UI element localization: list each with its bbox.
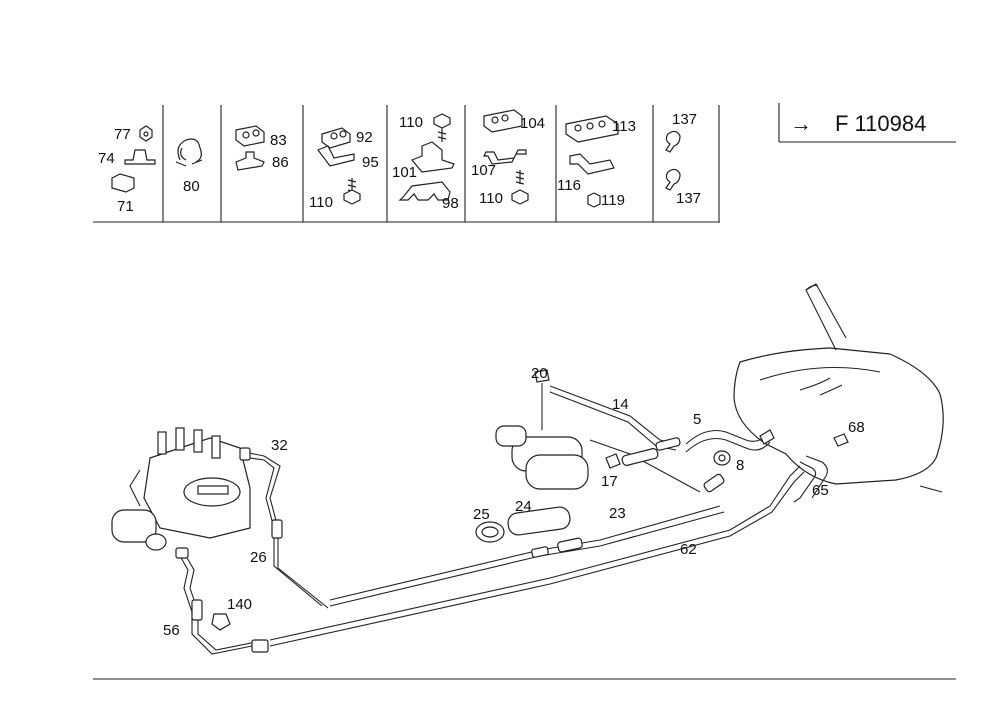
label-25: 25 <box>473 506 490 523</box>
parts-table-labels: 77 74 71 80 83 86 92 95 110 110 101 98 1… <box>98 111 701 215</box>
diagram-labels: 20 14 5 8 17 68 65 32 26 25 24 23 62 140… <box>163 365 865 639</box>
label-14: 14 <box>612 396 629 413</box>
label-119: 119 <box>601 192 625 209</box>
label-83: 83 <box>270 132 287 149</box>
ref-code: F 110984 <box>835 111 926 136</box>
ref-arrow: → <box>790 111 812 136</box>
label-62: 62 <box>680 541 697 558</box>
label-110b: 110 <box>399 114 423 131</box>
label-5: 5 <box>693 411 701 428</box>
label-80: 80 <box>183 178 200 195</box>
label-86: 86 <box>272 154 289 171</box>
label-110a: 110 <box>309 194 333 211</box>
label-56: 56 <box>163 622 180 639</box>
label-17: 17 <box>601 473 618 490</box>
label-137b: 137 <box>676 190 701 207</box>
fuel-tank <box>733 283 944 493</box>
label-23: 23 <box>609 505 626 522</box>
label-116: 116 <box>557 177 581 194</box>
label-26: 26 <box>250 549 267 566</box>
label-32: 32 <box>271 437 288 454</box>
label-74: 74 <box>98 150 115 167</box>
label-71: 71 <box>117 198 134 215</box>
label-101: 101 <box>392 164 417 181</box>
label-107: 107 <box>471 162 496 179</box>
hose-and-ring <box>685 429 775 466</box>
label-65: 65 <box>812 482 829 499</box>
label-8: 8 <box>736 457 744 474</box>
label-140: 140 <box>227 596 252 613</box>
label-113: 113 <box>612 118 636 135</box>
filter-and-clamp <box>475 506 571 543</box>
fuel-pump-assembly <box>495 369 701 493</box>
label-104: 104 <box>520 115 545 132</box>
label-68: 68 <box>848 419 865 436</box>
label-137a: 137 <box>672 111 697 128</box>
label-20: 20 <box>531 365 548 382</box>
label-77: 77 <box>114 126 131 143</box>
label-24: 24 <box>515 498 532 515</box>
label-110c: 110 <box>479 190 503 207</box>
label-95: 95 <box>362 154 379 171</box>
fuel-distributor <box>111 427 329 655</box>
clip-parts-icons <box>111 109 681 208</box>
label-98: 98 <box>442 195 459 212</box>
fuel-lines <box>269 433 849 647</box>
label-92: 92 <box>356 129 373 146</box>
parts-table <box>93 105 720 223</box>
reference-box: → F 110984 <box>778 103 956 143</box>
